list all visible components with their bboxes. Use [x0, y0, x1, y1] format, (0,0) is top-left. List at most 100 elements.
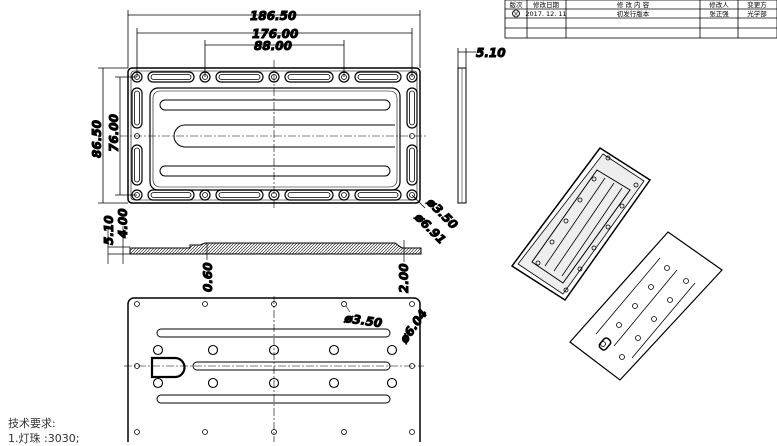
mounting-hole [199, 71, 211, 83]
small-hole [134, 429, 140, 435]
iso-hole [635, 335, 641, 341]
mounting-hole [268, 71, 280, 83]
table-header-cell: 版次 [510, 0, 524, 9]
notes-item: 1.灯珠 :3030; [8, 432, 80, 445]
slot [284, 71, 334, 83]
iso-hole [619, 354, 625, 360]
iso-hole [605, 224, 611, 230]
revision-table [504, 0, 777, 39]
small-hole [409, 363, 415, 369]
dim-section-groove: 0.60 [201, 262, 215, 292]
table-header-cell: 变更方 [747, 0, 767, 9]
iso-hole [683, 278, 689, 284]
dim-back-hole-large: ø6.04 [396, 307, 430, 347]
small-hole [134, 363, 140, 369]
section-view [107, 226, 422, 264]
side-view [457, 48, 476, 204]
small-hole [271, 301, 277, 307]
iso-hole [619, 203, 625, 209]
slot [354, 189, 402, 201]
slot-inner [357, 192, 399, 198]
large-hole [386, 377, 398, 389]
slot-inner [150, 74, 192, 80]
iso-hole [648, 284, 654, 290]
iso-hole [633, 182, 639, 188]
dim-section-edge: 2.00 [397, 263, 411, 293]
dim-center-span: 88.00 [254, 39, 292, 53]
dim-back-hole-small: ø3.50 [343, 311, 383, 330]
mounting-hole [199, 189, 211, 201]
table-cell: 00 [512, 10, 520, 18]
small-hole [409, 301, 415, 307]
iso-hole [605, 155, 611, 161]
small-hole [341, 301, 347, 307]
mounting-hole-inner [202, 192, 208, 198]
slot-inner [287, 192, 331, 198]
slot-inner [218, 74, 261, 80]
large-hole [268, 344, 280, 356]
dim-overall-width: 186.50 [250, 9, 296, 23]
small-hole [202, 301, 208, 307]
iso-hole [651, 316, 657, 322]
large-hole [328, 377, 340, 389]
slot [215, 189, 264, 201]
notes-title: 技术要求: [8, 417, 56, 430]
center-hole [134, 133, 140, 139]
mounting-hole-inner [341, 74, 347, 80]
iso-hole [600, 341, 606, 347]
slot [147, 189, 195, 201]
dim-hole-span: 176.00 [252, 27, 298, 41]
mounting-hole [268, 189, 280, 201]
mounting-hole-inner [409, 74, 415, 80]
mounting-hole [338, 71, 350, 83]
back-view [124, 296, 424, 442]
mounting-hole [131, 71, 143, 83]
slot [354, 71, 402, 83]
iso-hole [535, 260, 541, 266]
table-cell: 初发行版本 [617, 9, 650, 18]
dim-overall-height: 86.50 [90, 120, 104, 158]
mounting-hole-inner [271, 74, 277, 80]
iso-hole [632, 303, 638, 309]
channel [159, 99, 391, 111]
small-hole [341, 429, 347, 435]
iso-hole [563, 218, 569, 224]
iso-hole [563, 287, 569, 293]
slot-inner [287, 74, 331, 80]
table-cell: 光学部 [747, 9, 767, 18]
mounting-hole [406, 189, 418, 201]
mounting-hole-inner [134, 74, 140, 80]
front-view-dimensions [98, 10, 426, 209]
dim-side-thickness: 5.10 [476, 46, 506, 60]
table-header-cell: 修改人 [709, 0, 729, 9]
large-hole [152, 377, 164, 389]
iso-hole [616, 322, 622, 328]
mounting-hole-inner [271, 192, 277, 198]
small-hole [202, 429, 208, 435]
mounting-hole [406, 71, 418, 83]
mounting-hole [131, 189, 143, 201]
mounting-hole [338, 189, 350, 201]
mounting-hole-inner [409, 192, 415, 198]
mounting-hole-inner [341, 192, 347, 198]
table-header-cell: 修改日期 [533, 0, 560, 9]
dim-section-total: 5.10 [102, 215, 116, 245]
slot-inner [150, 192, 192, 198]
side-slot [406, 144, 418, 186]
slot [147, 71, 195, 83]
side-slot-inner [409, 147, 415, 183]
large-hole [268, 377, 280, 389]
slot [284, 189, 334, 201]
side-slot [131, 144, 143, 186]
iso-hole [577, 266, 583, 272]
small-hole [271, 429, 277, 435]
isometric-view-back [569, 231, 723, 381]
table-cell: 2017. 12. 11 [525, 10, 566, 18]
large-hole [207, 377, 219, 389]
iso-hole [591, 176, 597, 182]
iso-hole [577, 197, 583, 203]
isometric-view-front [510, 146, 652, 302]
channel [159, 165, 391, 177]
side-slot-inner [134, 147, 140, 183]
